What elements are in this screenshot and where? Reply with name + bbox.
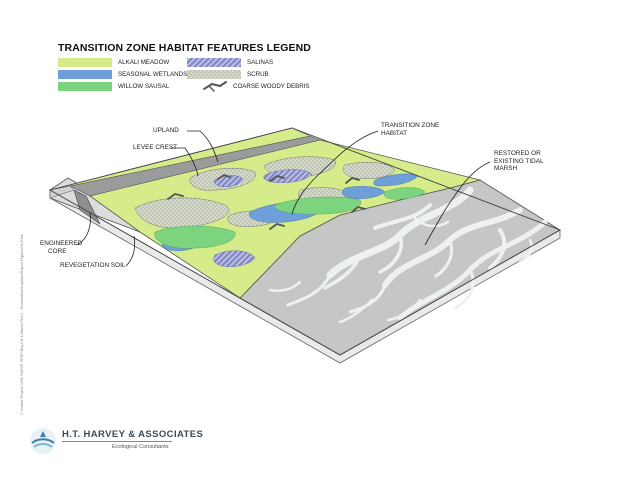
legend-label-coarse-woody-debris: COARSE WOODY DEBRIS (233, 83, 310, 90)
coarse-woody-debris-logs (167, 174, 366, 230)
legend-label-seasonal-wetlands: SEASONAL WETLANDS (118, 71, 188, 78)
legend-label-willow-sausal: WILLOW SAUSAL (118, 83, 170, 90)
legend-title: TRANSITION ZONE HABITAT FEATURES LEGEND (58, 42, 311, 54)
upland-leader (187, 130, 219, 163)
footer-divider (62, 441, 172, 442)
engineered-core (73, 189, 101, 225)
swatch-alkali-meadow (58, 58, 112, 67)
terrain-block (48, 127, 562, 364)
callout-revegetation-soil: REVEGETATION SOIL (60, 262, 126, 269)
marsh-channels (268, 186, 548, 324)
company-name: H.T. HARVEY & ASSOCIATES (62, 429, 204, 440)
swatch-willow-sausal (58, 82, 112, 91)
swatch-coarse-woody-debris (203, 81, 227, 92)
callout-tidal-marsh: RESTORED OR EXISTING TIDAL MARSH (494, 150, 544, 173)
callout-levee-crest: LEVEE CREST (133, 144, 178, 151)
salinas-patches (213, 169, 313, 267)
tidal-marsh-leader (424, 161, 491, 246)
callout-engineered-core: ENGINEERED CORE (40, 240, 83, 255)
levee-crest-leader (171, 147, 199, 177)
swatch-salinas (187, 58, 241, 67)
file-path-note: © Hotline Project 3305 SAFER SFEP Bay-Fi… (20, 234, 24, 415)
revegetation-soil-leader (125, 235, 136, 267)
company-tagline: Ecological Consultants (112, 444, 169, 450)
transition-zone-leader (291, 130, 379, 215)
swatch-seasonal-wetlands (58, 70, 112, 79)
callout-transition-zone: TRANSITION ZONE HABITAT (381, 122, 440, 137)
legend-label-salinas: SALINAS (247, 59, 274, 66)
legend-label-alkali-meadow: ALKALI MEADOW (118, 59, 170, 66)
willow-sausal-patches (154, 187, 426, 249)
callout-upland: UPLAND (153, 127, 179, 134)
swatch-scrub (187, 70, 241, 79)
engineered-core-leader (75, 211, 91, 246)
legend-label-scrub: SCRUB (247, 71, 269, 78)
callout-leaders (75, 130, 491, 267)
company-logo-icon (30, 428, 56, 454)
legend (58, 58, 241, 92)
